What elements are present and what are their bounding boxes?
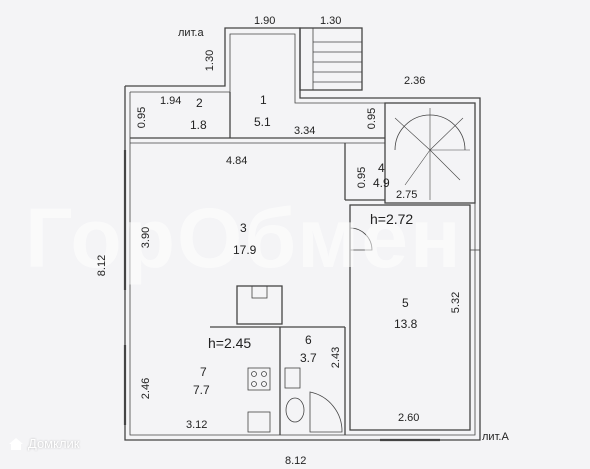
- entry-stair-box: [299, 27, 363, 91]
- lit-a-label: лит.а: [178, 27, 204, 39]
- dim-1-94: 1.94: [160, 95, 182, 107]
- dim-0-95-room4: 0.95: [356, 166, 369, 189]
- dim-3-12: 3.12: [186, 419, 208, 431]
- dim-8-12-bottom: 8.12: [285, 455, 307, 467]
- brand-logo: Домклик: [8, 436, 80, 451]
- room-6-area: 3.7: [300, 351, 317, 365]
- dim-2-75: 2.75: [396, 189, 418, 201]
- dim-1-90: 1.90: [254, 15, 276, 27]
- outer-wall: [124, 27, 481, 441]
- dim-2-60: 2.60: [398, 412, 420, 424]
- room-5-area: 13.8: [394, 317, 418, 331]
- dim-0-95-left: 0.95: [136, 106, 149, 129]
- room-4-number: 4: [378, 161, 385, 175]
- dim-0-95-right: 0.95: [366, 107, 379, 130]
- room-5-number: 5: [402, 296, 409, 310]
- dim-3-34: 3.34: [294, 125, 316, 137]
- dim-8-12-left: 8.12: [96, 254, 109, 277]
- room-5-wall: [349, 204, 471, 431]
- room-7-area: 7.7: [193, 383, 210, 397]
- dim-2-46: 2.46: [140, 377, 153, 400]
- house-icon: [9, 437, 23, 450]
- dim-3-90: 3.90: [140, 226, 153, 249]
- room-4-area: 4.9: [373, 176, 390, 190]
- inner-wall-offset: [129, 33, 476, 436]
- watermark: ГорОбмен: [25, 191, 463, 285]
- dim-4-84: 4.84: [226, 155, 248, 167]
- dim-1-30-top: 1.30: [320, 15, 342, 27]
- room-3-number: 3: [240, 221, 247, 235]
- dim-2-36: 2.36: [404, 75, 426, 87]
- stove: [236, 285, 283, 325]
- room-2-number: 2: [196, 96, 203, 110]
- room-3-area: 17.9: [233, 243, 257, 257]
- room-6-number: 6: [305, 333, 312, 347]
- room-2-area: 1.8: [190, 118, 207, 132]
- dim-5-32: 5.32: [450, 291, 463, 314]
- brand-name: Домклик: [28, 436, 80, 451]
- height-2-45: h=2.45: [208, 335, 252, 351]
- room-1-number: 1: [260, 93, 267, 107]
- dim-2-43: 2.43: [330, 346, 343, 369]
- spiral-stair: [384, 102, 476, 204]
- room-1-area: 5.1: [254, 115, 271, 129]
- room-7-number: 7: [200, 365, 207, 379]
- lit-A-label: лит.А: [482, 431, 509, 443]
- dim-1-30-side: 1.30: [204, 49, 217, 72]
- height-2-72: h=2.72: [370, 211, 414, 227]
